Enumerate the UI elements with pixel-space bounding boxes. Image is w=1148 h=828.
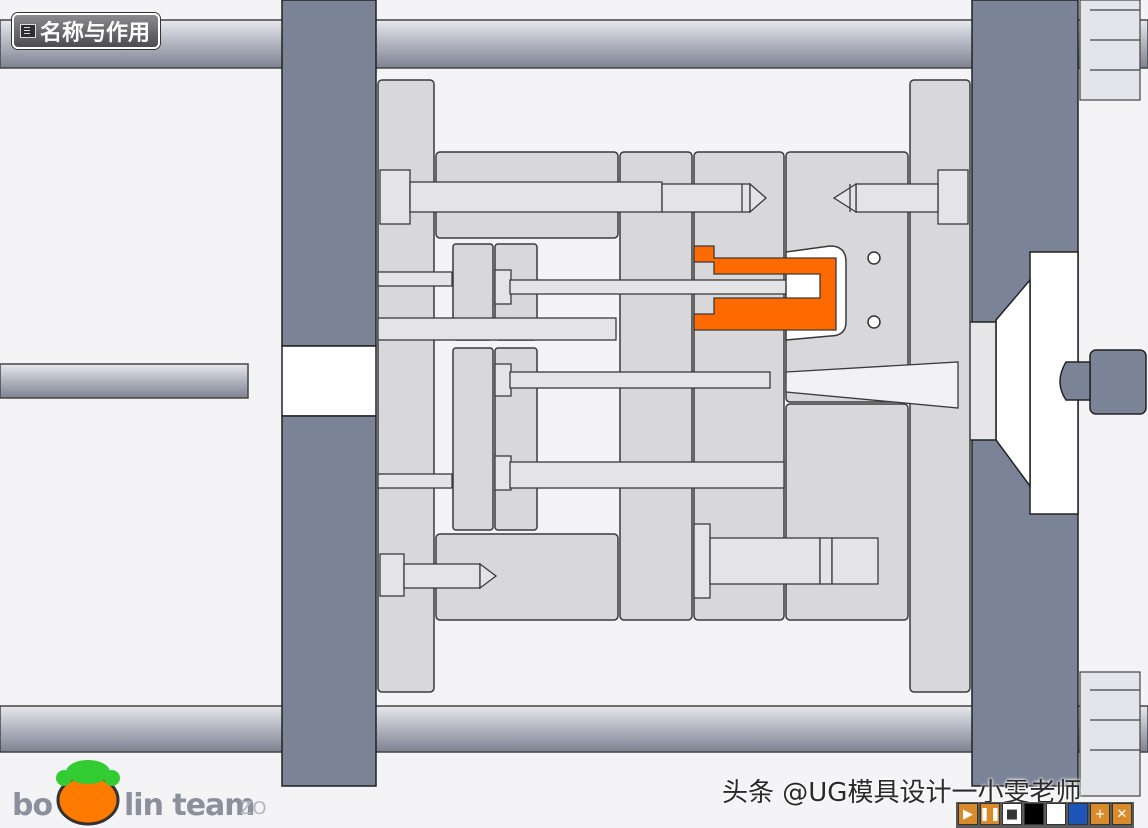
- logo-mascot-icon: [56, 760, 120, 826]
- nozzle-assembly: [957, 251, 1147, 515]
- close-icon[interactable]: ✕: [1112, 803, 1132, 825]
- ejector-pins: [377, 269, 879, 599]
- pause-icon[interactable]: ❚❚: [979, 803, 1001, 825]
- menu-icon: [20, 24, 36, 38]
- molded-part: [693, 245, 837, 331]
- plus-icon[interactable]: +: [1090, 803, 1110, 825]
- logo-text-right: lin team: [124, 788, 256, 823]
- player-controls: ▶❚❚■ +✕: [956, 802, 1134, 828]
- white-swatch-icon[interactable]: [1046, 803, 1066, 825]
- moving-platen: [281, 0, 377, 787]
- tie-bar-nuts: [1079, 0, 1141, 797]
- name-and-function-button[interactable]: 名称与作用: [12, 13, 161, 49]
- black-swatch-icon[interactable]: [1024, 803, 1044, 825]
- logo: bo lin team ZO: [12, 756, 272, 826]
- logo-suffix: ZO: [240, 798, 267, 819]
- name-and-function-label: 名称与作用: [40, 21, 151, 46]
- stop-icon[interactable]: ■: [1002, 803, 1022, 825]
- screws: [379, 169, 969, 597]
- play-icon[interactable]: ▶: [958, 803, 978, 825]
- sprue: [785, 361, 959, 409]
- logo-text-left: bo: [12, 788, 53, 823]
- tie-bars: [0, 19, 1148, 753]
- blue-swatch-icon[interactable]: [1068, 803, 1088, 825]
